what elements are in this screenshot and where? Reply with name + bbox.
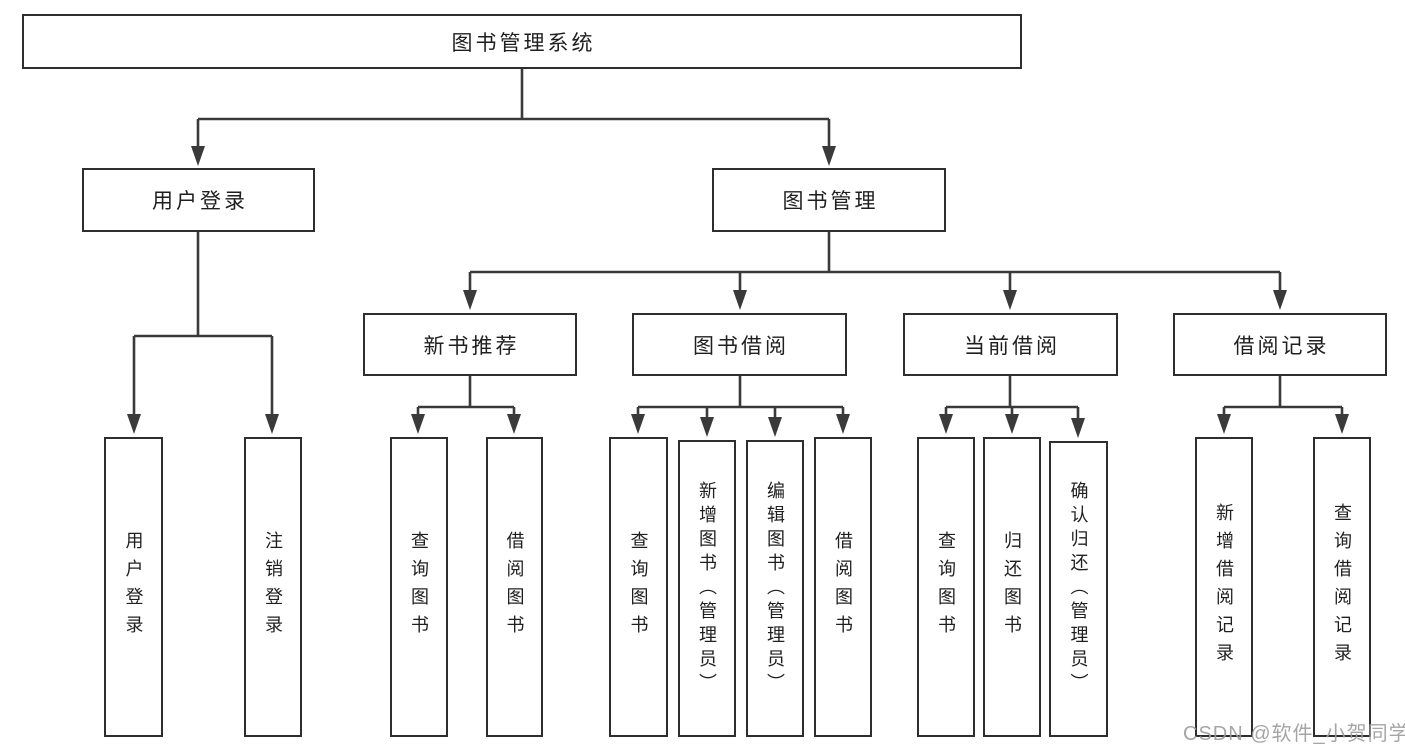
leaf-edit-books-admin: 编辑图书（管理员）: [746, 440, 804, 737]
node-label: 借阅图书: [504, 531, 525, 643]
node-label: 图书借阅: [693, 334, 789, 358]
node-label: 借阅记录: [1233, 334, 1330, 358]
node-label: 用户登录: [123, 531, 144, 643]
leaf-return-books: 归还图书: [983, 437, 1041, 737]
node-book-borrowing: 图书借阅: [632, 313, 847, 376]
node-library-management-system: 图书管理系统: [22, 14, 1022, 69]
node-user-login-branch: 用户登录: [82, 168, 315, 232]
node-label: 编辑图书（管理员）: [765, 480, 785, 697]
node-label: 确认归还（管理员）: [1068, 481, 1089, 697]
leaf-add-borrow-record: 新增借阅记录: [1195, 437, 1253, 737]
node-label: 归还图书: [1002, 531, 1022, 643]
node-label: 图书管理系统: [451, 31, 596, 55]
node-new-book-recommend: 新书推荐: [363, 313, 577, 376]
leaf-add-books-admin: 新增图书（管理员）: [678, 440, 736, 737]
node-label: 新书推荐: [423, 334, 520, 358]
csdn-watermark: CSDN @软件_小贺同学: [1183, 723, 1405, 745]
leaf-borrow-books-1: 借阅图书: [486, 437, 543, 737]
node-book-management: 图书管理: [712, 168, 946, 232]
node-label: 图书管理: [782, 190, 879, 213]
node-label: 查询图书: [936, 531, 956, 643]
leaf-query-books-2: 查询图书: [609, 437, 668, 737]
node-label: 用户登录: [152, 190, 248, 213]
node-label: 查询借阅记录: [1332, 503, 1352, 671]
node-label: 新增借阅记录: [1214, 503, 1234, 671]
leaf-logout: 注销登录: [244, 437, 302, 737]
node-label: 查询图书: [628, 531, 649, 643]
node-label: 当前借阅: [964, 334, 1060, 358]
leaf-confirm-return-admin: 确认归还（管理员）: [1049, 441, 1108, 737]
leaf-user-login: 用户登录: [104, 437, 163, 737]
leaf-query-books-3: 查询图书: [917, 437, 975, 737]
node-borrow-records: 借阅记录: [1173, 313, 1387, 376]
node-label: 注销登录: [263, 531, 283, 643]
leaf-borrow-books-2: 借阅图书: [814, 437, 872, 737]
leaf-query-books-1: 查询图书: [390, 437, 448, 737]
leaf-query-borrow-record: 查询借阅记录: [1313, 437, 1371, 737]
node-label: 新增图书（管理员）: [697, 480, 717, 697]
node-label: 查询图书: [409, 531, 429, 643]
node-label: 借阅图书: [833, 531, 853, 643]
node-current-borrowing: 当前借阅: [903, 313, 1118, 376]
